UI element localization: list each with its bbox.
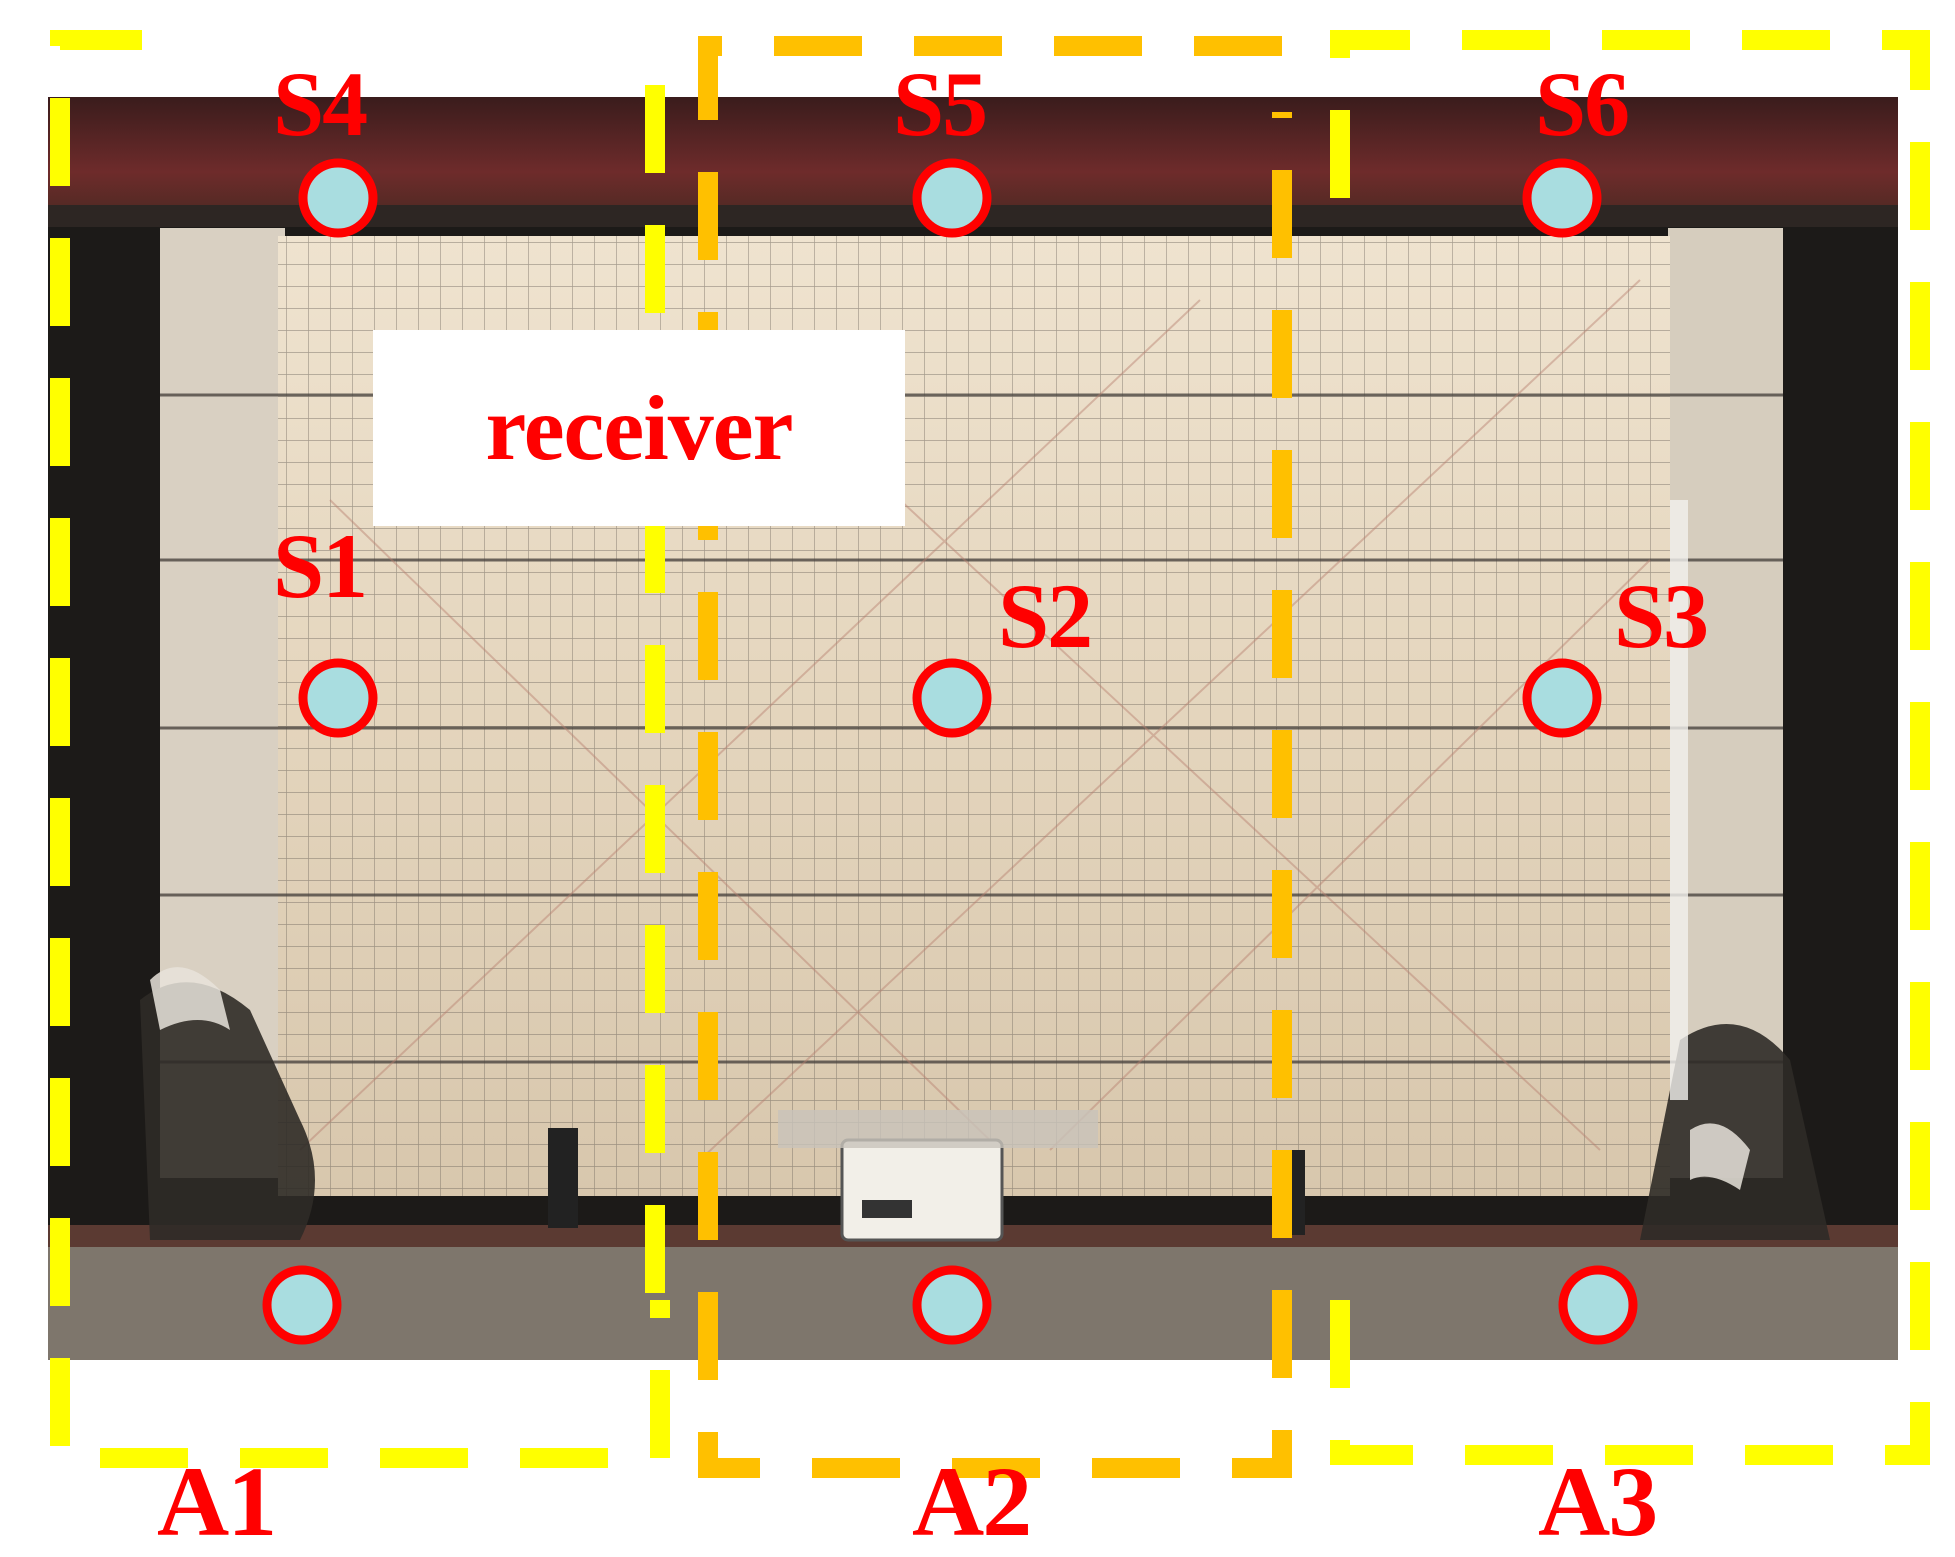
area-label-a3: A3 [1538,1446,1658,1557]
sensor-marker-s4 [298,158,378,238]
sensor-marker-bottom-right [1558,1265,1638,1345]
area-label-a2: A2 [912,1446,1032,1557]
sensor-label-s5: S5 [893,53,988,155]
sensor-label-s4: S4 [273,53,368,155]
sensor-label-s1: S1 [273,515,368,617]
sensor-marker-bottom-middle [912,1265,992,1345]
sensor-marker-bottom-left [262,1265,342,1345]
sensor-marker-s5 [912,158,992,238]
receiver-label: receiver [485,377,794,479]
area-outline-a3 [1330,30,1930,1465]
sensor-label-s3: S3 [1614,565,1709,667]
measuring-device [840,1138,1004,1242]
sensor-marker-s6 [1522,158,1602,238]
area-outline-a2 [698,36,1292,1478]
area-outline-a1 [50,30,670,1468]
receiver-callout: receiver [373,330,905,526]
sensor-label-s2: S2 [998,565,1093,667]
sensor-marker-s1 [298,658,378,738]
sensor-markers [262,158,1638,1345]
area-label-a1: A1 [157,1446,277,1557]
sensor-marker-s3 [1522,658,1602,738]
sensor-marker-s2 [912,658,992,738]
sensor-label-s6: S6 [1535,53,1630,155]
